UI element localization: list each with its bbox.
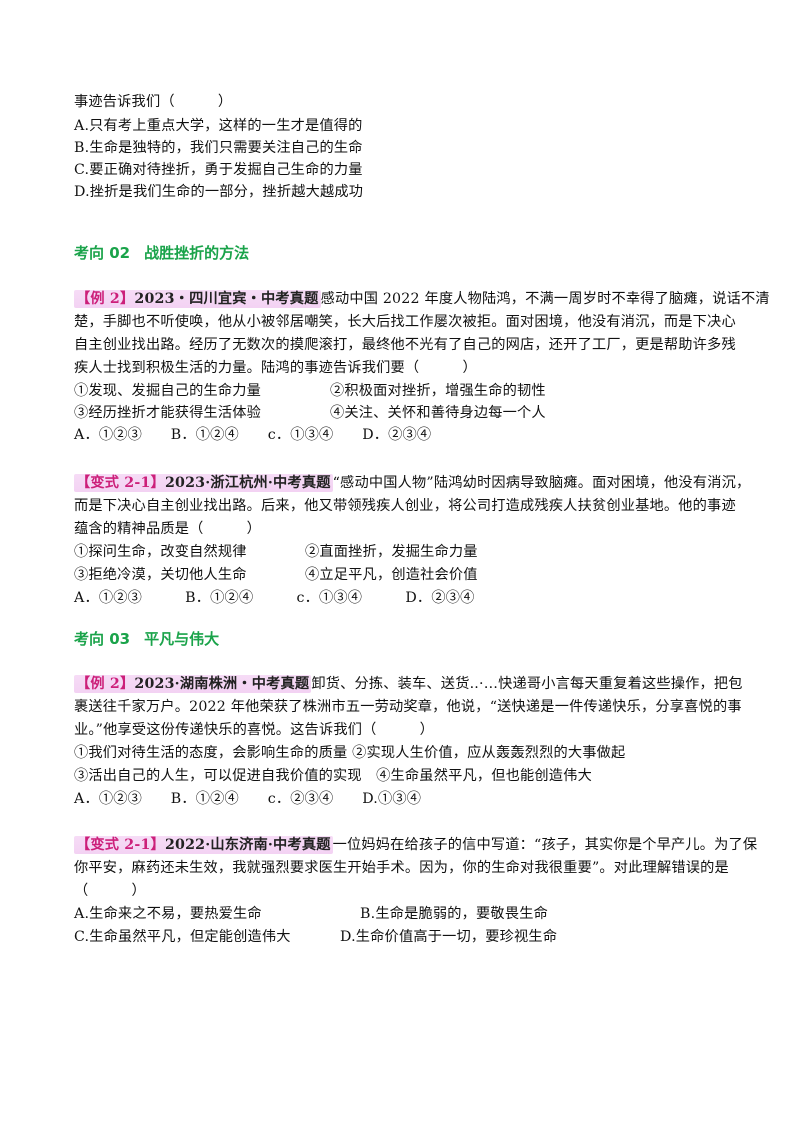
example-2-line: 自主创业找出路。经历了无数次的摸爬滚打，最终他不光有了自己的网店，还开了工厂，更… (74, 337, 736, 353)
variant-2-1b-first-line: 【变式 2-1】2022·山东济南·中考真题一位妈妈在给孩子的信中写道：“孩子，… (74, 836, 758, 854)
variant-2-1-choices: A．①②③ B．①②④ c．①③④ D．②③④ (74, 590, 475, 606)
example-2b-choices: A．①②③ B．①②④ c．②③④ D.①③④ (74, 791, 422, 807)
example-2-item-2: ②积极面对挫折，增强生命的韧性 (330, 383, 546, 399)
example-tag: 【例 2】2023・四川宜宾・中考真题 (74, 290, 321, 308)
variant-2-1-item-2: ②直面挫折，发掘生命力量 (305, 544, 478, 560)
variant-2-1-first-line: 【变式 2-1】2023·浙江杭州·中考真题“感动中国人物”陆鸿幼时因病导致脑瘫… (74, 474, 751, 492)
example-2-item-4: ④关注、关怀和善待身边每一个人 (330, 405, 546, 421)
variant-tag: 【变式 2-1】2023·浙江杭州·中考真题 (74, 474, 333, 492)
q1-stem: 事迹告诉我们（ ） (74, 94, 233, 110)
section-heading-03: 考向 03 平凡与伟大 (74, 628, 219, 649)
example-2b-line: ①我们对待生活的态度，会影响生命的质量 ②实现人生价值，应从轰轰烈烈的大事做起 (74, 745, 626, 761)
example-2-first-line: 【例 2】2023・四川宜宾・中考真题感动中国 2022 年度人物陆鸿，不满一周… (74, 290, 770, 308)
example-2-line: 楚，手脚也不听使唤，他从小被邻居嘲笑，长大后找工作屡次被拒。面对困境，他没有消沉… (74, 314, 736, 330)
variant-2-1b-line: 你平安，麻药还未生效，我就强烈要求医生开始手术。因为，你的生命对我很重要”。对此… (74, 860, 729, 876)
q1-option-c: C.要正确对待挫折，勇于发掘自己生命的力量 (74, 162, 363, 178)
variant-2-1b-option-d: D.生命价值高于一切，要珍视生命 (340, 929, 558, 945)
q1-option-d: D.挫折是我们生命的一部分，挫折越大越成功 (74, 184, 364, 200)
example-2-line: 疾人士找到积极生活的力量。陆鸿的事迹告诉我们要（ ） (74, 360, 477, 376)
variant-2-1-line: 蕴含的精神品质是（ ） (74, 521, 262, 537)
section-title: 战胜挫折的方法 (144, 244, 250, 262)
example-2b-line: 业。”他享受这份传递快乐的喜悦。这告诉我们（ ） (74, 722, 435, 738)
example-2-item-3: ③经历挫折才能获得生活体验 (74, 405, 262, 421)
example-2b-first-line: 【例 2】2023·湖南株洲・中考真题卸货、分拣、装车、送货..·…快递哥小言每… (74, 675, 743, 693)
variant-2-1b-option-c: C.生命虽然平凡，但定能创造伟大 (74, 929, 291, 945)
variant-2-1b-option-b: B.生命是脆弱的，要敬畏生命 (360, 906, 548, 922)
variant-2-1b-option-a: A.生命来之不易，要热爱生命 (74, 906, 262, 922)
variant-2-1-line: 而是下决心自主创业找出路。后来，他又带领残疾人创业，将公司打造成残疾人扶贫创业基… (74, 498, 736, 514)
variant-2-1-item-3: ③拒绝冷漠，关切他人生命 (74, 567, 247, 583)
q1-option-b: B.生命是独特的，我们只需要关注自己的生命 (74, 140, 363, 156)
example-2b-line: ③活出自己的人生，可以促进自我价值的实现 ④生命虽然平凡，但也能创造伟大 (74, 768, 592, 784)
example-tag: 【例 2】2023·湖南株洲・中考真题 (74, 675, 312, 693)
example-2b-line: 裹送往千家万户。2022 年他荣获了株洲市五一劳动奖章，他说，“送快递是一件传递… (74, 699, 742, 715)
section-title: 平凡与伟大 (144, 630, 220, 648)
variant-tag: 【变式 2-1】2022·山东济南·中考真题 (74, 836, 333, 854)
variant-2-1-item-1: ①探问生命，改变自然规律 (74, 544, 247, 560)
section-number: 考向 03 (74, 630, 131, 648)
variant-2-1-item-4: ④立足平凡，创造社会价值 (305, 567, 478, 583)
example-2-item-1: ①发现、发掘自己的生命力量 (74, 383, 262, 399)
q1-option-a: A.只有考上重点大学，这样的一生才是值得的 (74, 118, 363, 134)
example-2-choices: A．①②③ B．①②④ c．①③④ D．②③④ (74, 427, 432, 443)
section-number: 考向 02 (74, 244, 131, 262)
variant-2-1b-line: （ ） (74, 883, 146, 899)
section-heading-02: 考向 02 战胜挫折的方法 (74, 242, 249, 263)
